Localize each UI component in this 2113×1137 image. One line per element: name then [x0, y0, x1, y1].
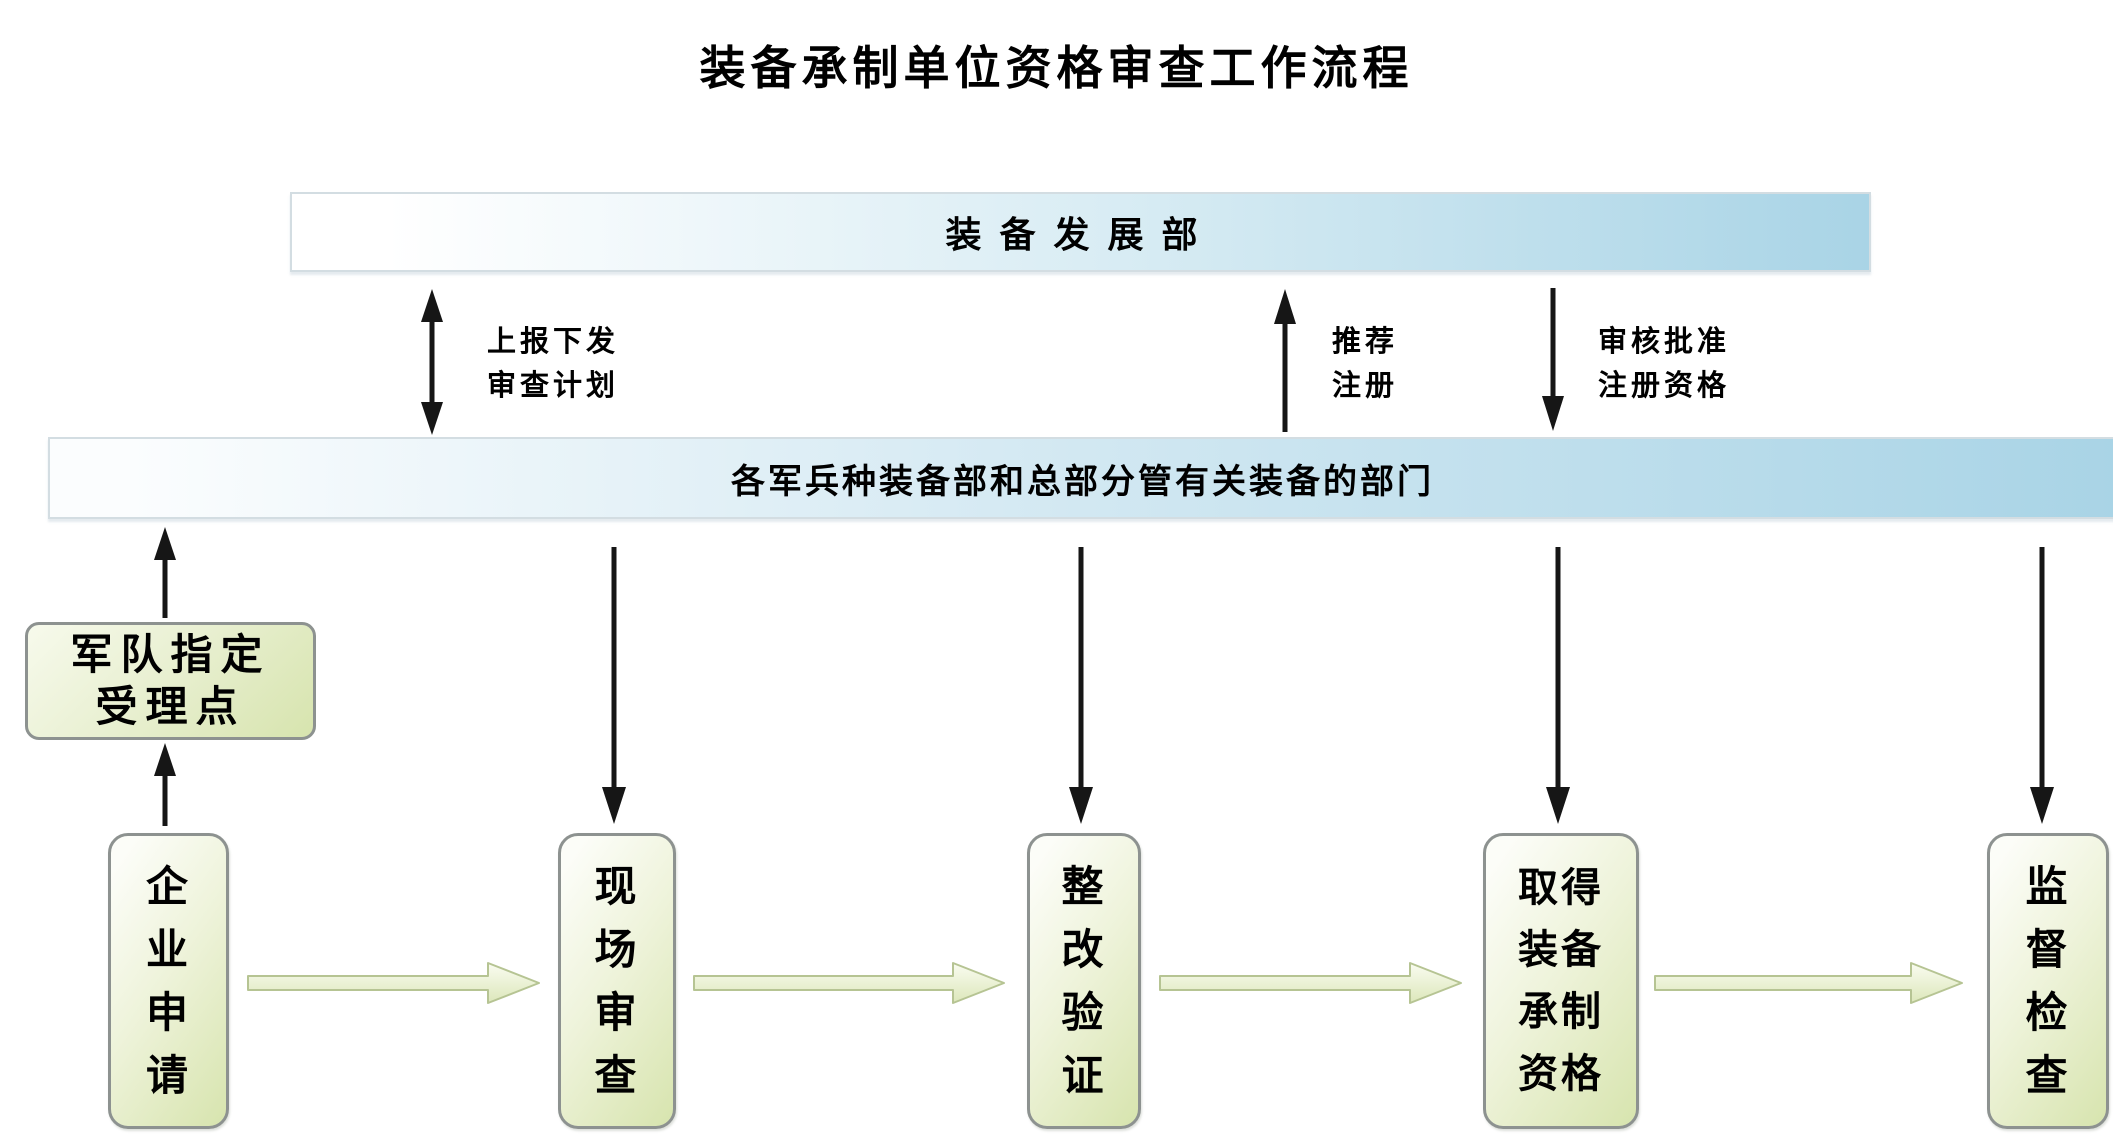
acceptance-point-label: 军队指定 受理点 — [70, 629, 271, 732]
up-arrow-icon — [1274, 289, 1296, 432]
flow-arrow-icon — [1654, 962, 1963, 1004]
acceptance-up-arrow-icon — [154, 527, 176, 618]
flow-arrow-icon — [693, 962, 1005, 1004]
middle-department-bar: 各军兵种装备部和总部分管有关装备的部门 — [48, 437, 2113, 519]
apply-up-arrow-icon — [154, 743, 176, 826]
approve-connector-label: 审核批准 注册资格 — [1598, 324, 1731, 402]
step-down-arrow-icon — [1069, 547, 1093, 824]
step-label: 企 业 申 请 — [145, 862, 191, 1100]
step-down-arrow-icon — [1546, 547, 1570, 824]
middle-department-bar-label: 各军兵种装备部和总部分管有关装备的部门 — [731, 461, 1434, 502]
top-department-bar-label: 装备发展部 — [945, 215, 1216, 256]
step-box-obtain-qualification: 取得 装备 承制 资格 — [1483, 833, 1639, 1129]
page-title: 装备承制单位资格审查工作流程 — [699, 41, 1414, 95]
step-label: 整 改 验 证 — [1061, 862, 1107, 1100]
step-box-enterprise-application: 企 业 申 请 — [108, 833, 229, 1129]
recommend-connector-label: 推荐 注册 — [1332, 324, 1399, 402]
step-down-arrow-icon — [2030, 547, 2054, 824]
top-department-bar: 装备发展部 — [290, 192, 1871, 272]
step-label: 现 场 审 查 — [594, 862, 640, 1100]
acceptance-point-box: 军队指定 受理点 — [25, 622, 316, 740]
step-label: 取得 装备 承制 资格 — [1518, 865, 1604, 1097]
flow-arrow-icon — [247, 962, 540, 1004]
step-label: 监 督 检 查 — [2025, 862, 2071, 1100]
double-arrow-icon — [421, 289, 443, 435]
step-box-onsite-review: 现 场 审 查 — [558, 833, 676, 1129]
plan-connector-label: 上报下发 审查计划 — [487, 324, 620, 402]
step-box-rectification-verification: 整 改 验 证 — [1027, 833, 1141, 1129]
step-down-arrow-icon — [602, 547, 626, 824]
step-box-supervision-inspection: 监 督 检 查 — [1987, 833, 2109, 1129]
down-arrow-icon — [1542, 288, 1564, 431]
flow-arrow-icon — [1159, 962, 1462, 1004]
